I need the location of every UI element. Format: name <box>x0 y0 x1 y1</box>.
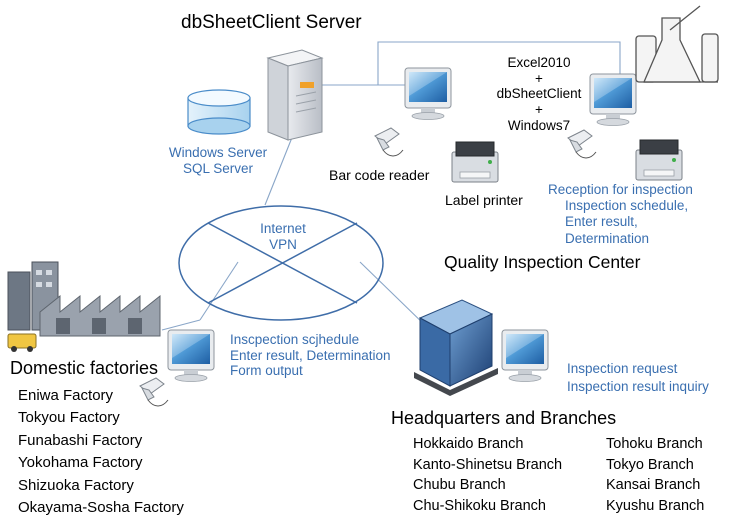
stack-item-dbsheetclient: dbSheetClient <box>496 86 582 102</box>
stack-item-excel: Excel2010 <box>507 55 571 70</box>
factory-monitor-icon <box>167 329 215 382</box>
database-icon <box>187 89 251 135</box>
factory-task-list: Inscpection scjhedule Enter result, Dete… <box>230 332 391 379</box>
server-os-label: Windows Server <box>168 145 268 160</box>
headquarters-building-icon <box>414 299 498 396</box>
stack-plus-1: + <box>535 70 543 86</box>
label-printer-label: Label printer <box>445 192 523 208</box>
barcode-reader-label: Bar code reader <box>329 167 430 183</box>
qic-scanner-icon <box>567 129 597 159</box>
lab-glassware-icon <box>635 5 719 83</box>
branch-list-right: Tohoku Branch Tokyo Branch Kansai Branch… <box>606 434 704 516</box>
hq-monitor-icon <box>501 329 549 382</box>
qic-monitor-left-icon <box>404 67 452 120</box>
qic-printer-icon <box>635 139 683 181</box>
list-item: Tohoku Branch <box>606 436 703 452</box>
internet-vpn-cloud <box>178 205 384 321</box>
list-item: Tokyo Branch <box>606 456 694 473</box>
server-tower-icon <box>266 49 324 141</box>
qic-task: Enter result, <box>565 214 638 230</box>
factory-list: Eniwa Factory Tokyou Factory Funabashi F… <box>18 385 184 519</box>
factory-icon <box>7 261 161 352</box>
hq-title: Headquarters and Branches <box>391 408 617 428</box>
list-item: Shizuoka Factory <box>18 476 134 494</box>
list-item: Kansai Branch <box>606 477 701 493</box>
stack-plus-2: + <box>535 101 543 117</box>
list-item: Hokkaido Branch <box>413 436 524 452</box>
server-db-labels: Windows Server SQL Server <box>158 145 278 176</box>
factory-task: Form output <box>230 363 303 379</box>
server-db-label: SQL Server <box>182 160 254 176</box>
network-links <box>161 41 621 331</box>
stack-item-windows: Windows7 <box>507 117 571 133</box>
factory-task: Inscpection scjhedule <box>230 332 360 347</box>
list-item: Tokyou Factory <box>18 409 120 427</box>
workstation-stack: Excel2010 + dbSheetClient + Windows7 <box>494 55 584 133</box>
hq-task: Inspection request <box>567 361 678 376</box>
list-item: Okayama-Sosha Factory <box>18 499 184 517</box>
server-title: dbSheetClient Server <box>181 12 362 33</box>
list-item: Kanto-Shinetsu Branch <box>413 456 563 473</box>
branch-list-left: Hokkaido Branch Kanto-Shinetsu Branch Ch… <box>413 434 562 516</box>
qic-task: Determination <box>565 230 650 246</box>
list-item: Funabashi Factory <box>18 431 143 449</box>
vpn-label: VPN <box>269 236 297 252</box>
qic-title: Quality Inspection Center <box>444 252 641 272</box>
factory-task: Enter result, Determination <box>230 347 391 363</box>
qic-task-list: Reception for inspection Inspection sche… <box>548 182 693 247</box>
hq-task: Inspection result inquiry <box>567 378 709 394</box>
qic-task: Inspection schedule, <box>565 198 689 214</box>
label-printer-icon <box>451 141 499 183</box>
domestic-title: Domestic factories <box>10 358 159 378</box>
qic-monitor-right-icon <box>589 73 637 126</box>
barcode-reader-icon <box>374 127 404 157</box>
list-item: Kyushu Branch <box>606 497 705 514</box>
list-item: Chubu Branch <box>413 477 506 493</box>
internet-label: Internet <box>260 221 306 236</box>
list-item: Chu-Shikoku Branch <box>413 497 546 514</box>
list-item: Eniwa Factory <box>18 387 114 404</box>
hq-task-list: Inspection request Inspection result inq… <box>567 360 709 395</box>
network-labels: Internet VPN <box>248 221 318 252</box>
list-item: Yokohama Factory <box>18 454 143 472</box>
qic-task: Reception for inspection <box>548 182 693 197</box>
